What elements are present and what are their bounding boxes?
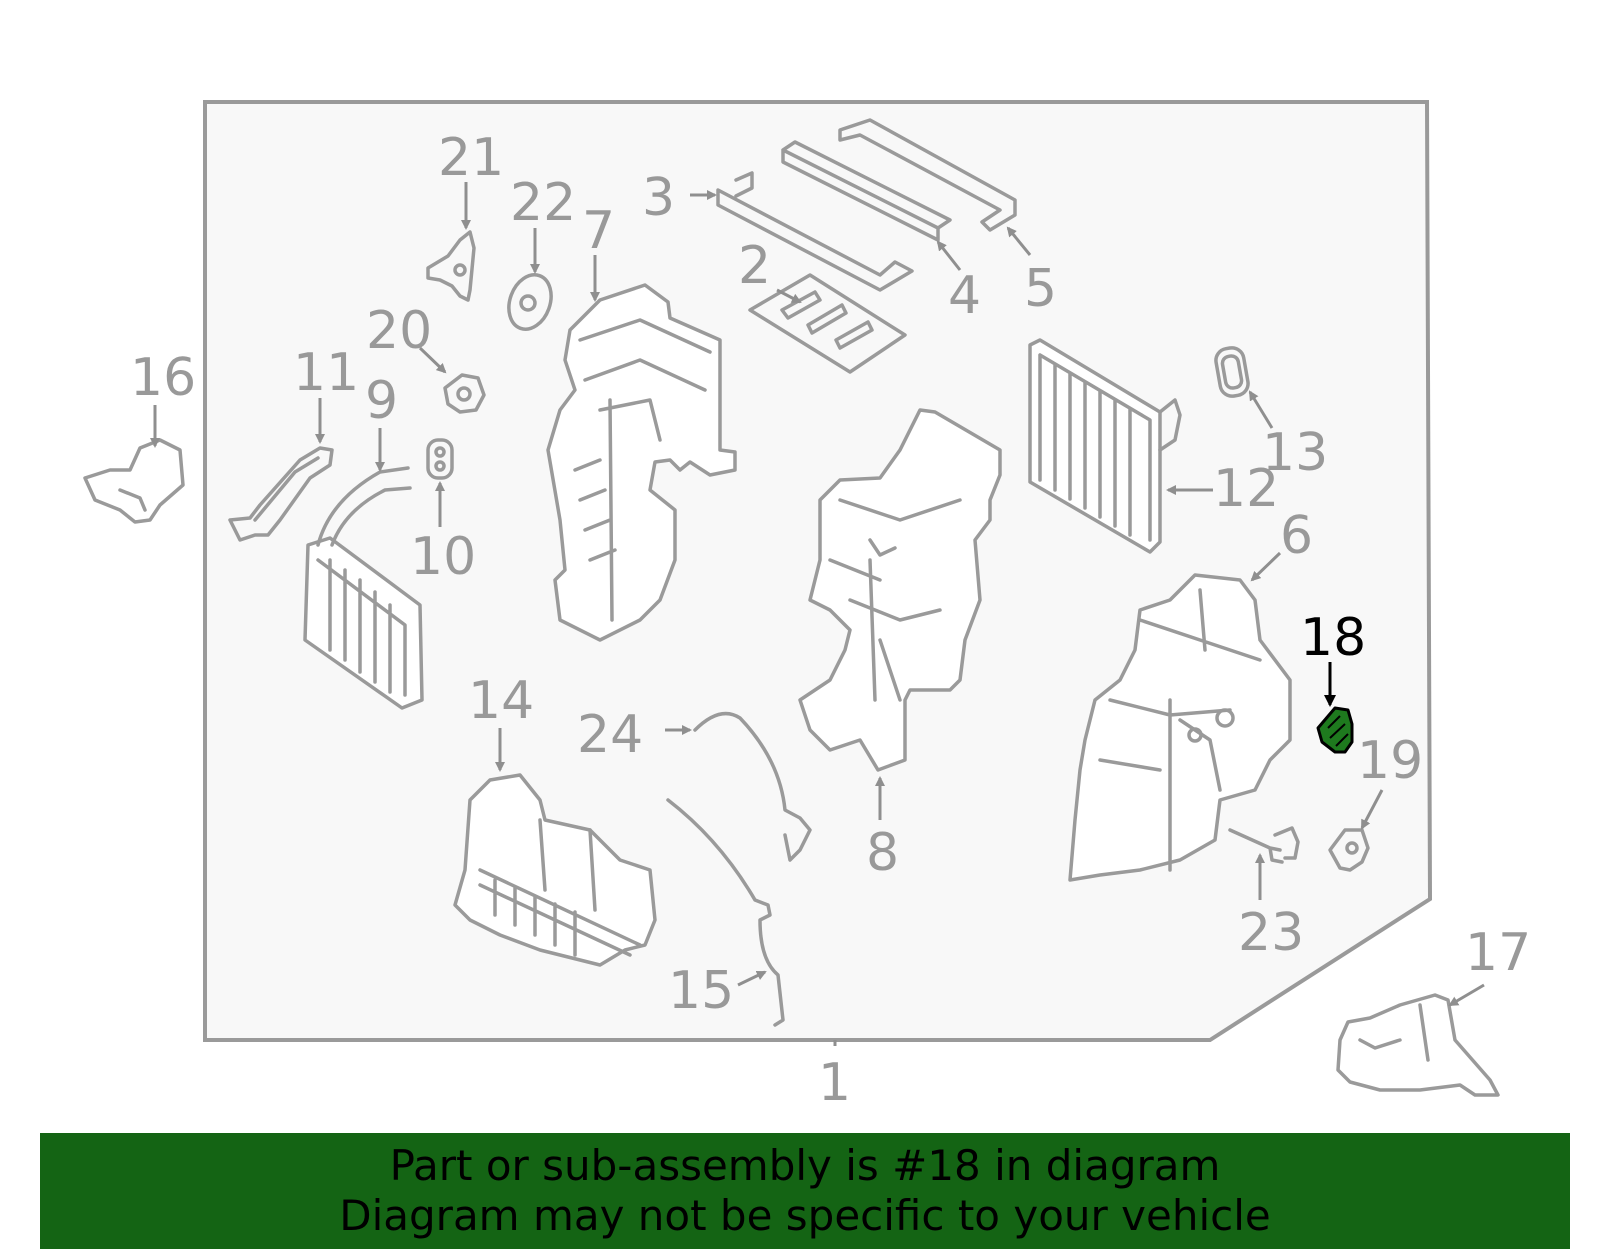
part-6-case <box>1068 573 1292 882</box>
part-19-sensor <box>1328 828 1370 872</box>
part-15-hose <box>666 798 785 1027</box>
label-5: 5 <box>1024 259 1057 319</box>
banner-line-2: Diagram may not be specific to your vehi… <box>339 1191 1271 1240</box>
label-23: 23 <box>1238 903 1304 963</box>
part-4-seal <box>781 140 952 242</box>
label-24: 24 <box>577 705 643 765</box>
part-11-pipe <box>228 446 334 542</box>
label-7: 7 <box>582 201 615 261</box>
label-22: 22 <box>510 173 576 233</box>
label-19: 19 <box>1357 731 1423 791</box>
part-20-sensor <box>443 373 486 414</box>
part-12-evaporator <box>1028 338 1182 554</box>
part-22-actuator <box>507 273 553 331</box>
label-21: 21 <box>438 128 504 188</box>
part-18-actuator <box>1316 706 1354 754</box>
label-20: 20 <box>366 301 432 361</box>
part-21-bracket <box>426 230 476 302</box>
part-5-seal <box>838 118 1017 232</box>
info-banner: Part or sub-assembly is #18 in diagram D… <box>40 1133 1570 1249</box>
part-3-seal <box>716 171 914 292</box>
label-8: 8 <box>866 823 899 883</box>
part-10-gasket <box>426 438 454 480</box>
part-9-heater-core <box>303 466 424 710</box>
label-17: 17 <box>1465 923 1531 983</box>
banner-line-1: Part or sub-assembly is #18 in diagram <box>389 1141 1221 1190</box>
part-24-hose <box>693 711 812 862</box>
label-2: 2 <box>738 236 771 296</box>
part-7-case <box>546 283 737 642</box>
label-3: 3 <box>642 168 675 228</box>
part-17-duct <box>1336 993 1500 1097</box>
label-4: 4 <box>948 266 981 326</box>
label-1: 1 <box>818 1053 851 1113</box>
part-13-grommet <box>1214 346 1250 398</box>
part-2-filter <box>748 273 907 374</box>
label-13: 13 <box>1262 423 1328 483</box>
label-6: 6 <box>1280 506 1313 566</box>
label-14: 14 <box>468 671 534 731</box>
label-11: 11 <box>293 343 359 403</box>
part-16-duct <box>83 438 185 524</box>
label-16: 16 <box>130 348 196 408</box>
label-12: 12 <box>1213 459 1279 519</box>
part-14-case <box>453 773 657 967</box>
label-10: 10 <box>410 527 476 587</box>
label-9: 9 <box>365 371 398 431</box>
part-8-case <box>798 408 1002 772</box>
label-18: 18 <box>1300 608 1366 668</box>
part-23-probe <box>1228 826 1300 864</box>
leader-lines <box>150 182 1485 1046</box>
label-15: 15 <box>668 961 734 1021</box>
